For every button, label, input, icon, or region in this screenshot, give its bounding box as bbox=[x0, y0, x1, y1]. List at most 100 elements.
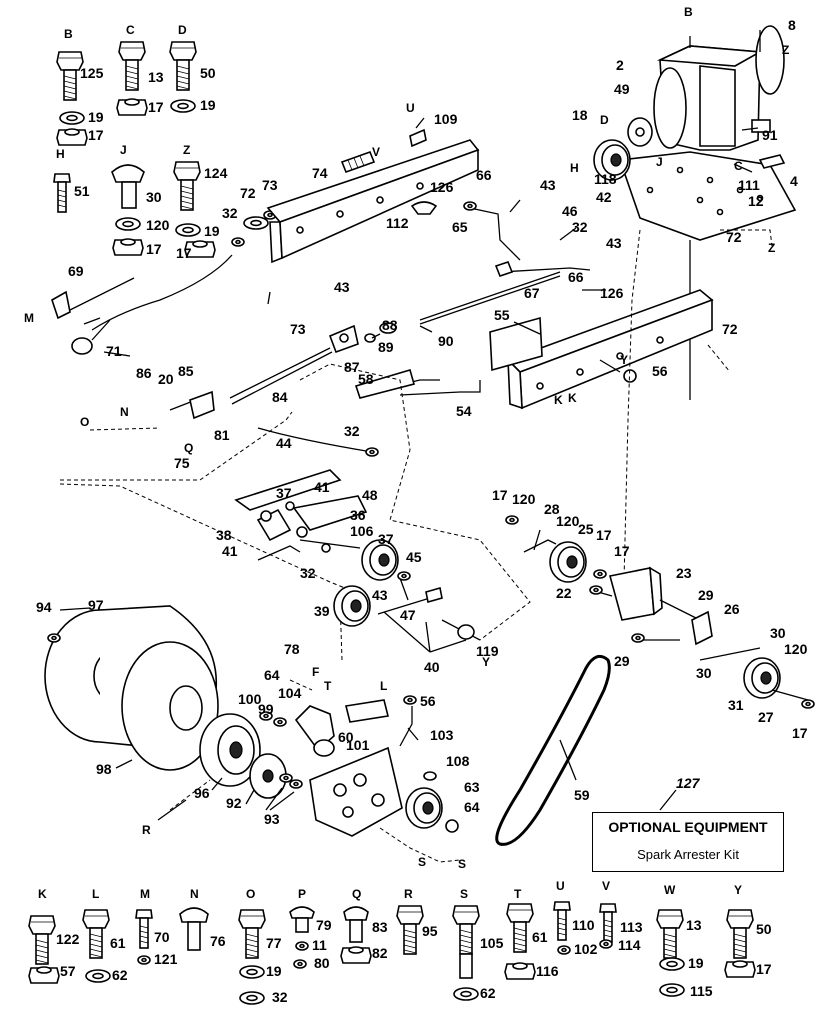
ref-letter: Z bbox=[183, 143, 190, 157]
svg-text:70: 70 bbox=[154, 929, 170, 945]
callout: 8 bbox=[788, 17, 796, 33]
optional-equipment-subtitle: Spark Arrester Kit bbox=[637, 847, 739, 862]
callout: 17 bbox=[148, 99, 164, 115]
callout: 30 bbox=[696, 665, 712, 681]
legend-labels: K 122 57 L 61 62 M 70 121 N 76 O 77 19 3… bbox=[38, 879, 772, 1005]
reference-letters: B C D H J Z U V B Z D H J C Z M N O Q Y … bbox=[24, 5, 789, 871]
svg-text:W: W bbox=[664, 883, 676, 897]
svg-text:32: 32 bbox=[272, 989, 288, 1005]
callout: 88 bbox=[382, 317, 398, 333]
callout: 41 bbox=[222, 543, 238, 559]
callout: 98 bbox=[96, 761, 112, 777]
callout: 81 bbox=[214, 427, 230, 443]
svg-text:19: 19 bbox=[266, 963, 282, 979]
callout: 103 bbox=[430, 727, 454, 743]
ref-letter: Y bbox=[620, 353, 628, 367]
callout: 36 bbox=[350, 507, 366, 523]
ref-letter: C bbox=[126, 23, 135, 37]
callout: 50 bbox=[200, 65, 216, 81]
callout: 126 bbox=[600, 285, 624, 301]
callout: 54 bbox=[456, 403, 472, 419]
callout: 72 bbox=[726, 229, 742, 245]
ref-letter: S bbox=[458, 857, 466, 871]
callout: 32 bbox=[222, 205, 238, 221]
callout: 12 bbox=[748, 193, 764, 209]
svg-text:115: 115 bbox=[690, 983, 713, 999]
callout: 47 bbox=[400, 607, 416, 623]
callout: 125 bbox=[80, 65, 104, 81]
dashed-guides bbox=[59, 229, 773, 863]
callout: 96 bbox=[194, 785, 210, 801]
callout: 94 bbox=[36, 599, 52, 615]
ref-letter: N bbox=[120, 405, 129, 419]
svg-text:U: U bbox=[556, 879, 565, 893]
callout: 30 bbox=[146, 189, 162, 205]
callout: 19 bbox=[204, 223, 220, 239]
svg-text:76: 76 bbox=[210, 933, 226, 949]
callout: 39 bbox=[314, 603, 330, 619]
callout: 78 bbox=[284, 641, 300, 657]
svg-text:T: T bbox=[514, 887, 522, 901]
callout: 22 bbox=[556, 585, 572, 601]
callout: 71 bbox=[106, 343, 122, 359]
callout: 13 bbox=[148, 69, 164, 85]
callout: 19 bbox=[88, 109, 104, 125]
callout: 17 bbox=[176, 245, 192, 261]
callout: 32 bbox=[344, 423, 360, 439]
svg-text:113: 113 bbox=[620, 919, 643, 935]
svg-text:83: 83 bbox=[372, 919, 388, 935]
ref-letter: C bbox=[734, 159, 743, 173]
callout: 64 bbox=[464, 799, 480, 815]
transaxle bbox=[259, 695, 459, 837]
callout: 120 bbox=[784, 641, 808, 657]
svg-text:77: 77 bbox=[266, 935, 282, 951]
svg-text:V: V bbox=[602, 879, 610, 893]
callout: 119 bbox=[476, 643, 499, 659]
callout: 73 bbox=[290, 321, 306, 337]
svg-text:17: 17 bbox=[756, 961, 772, 977]
callout: 51 bbox=[74, 183, 90, 199]
ref-letter: H bbox=[570, 161, 579, 175]
ref-letter: V bbox=[372, 145, 380, 159]
callout: 29 bbox=[614, 653, 630, 669]
ref-letter: K bbox=[554, 393, 563, 407]
callout: 126 bbox=[430, 179, 454, 195]
callout: 86 bbox=[136, 365, 152, 381]
ref-letter: J bbox=[120, 143, 127, 157]
svg-text:11: 11 bbox=[312, 937, 327, 953]
svg-text:80: 80 bbox=[314, 955, 330, 971]
svg-text:95: 95 bbox=[422, 923, 438, 939]
callout: 66 bbox=[568, 269, 584, 285]
callout: 60 bbox=[338, 729, 354, 745]
callout: 106 bbox=[350, 523, 374, 539]
ref-letter: Z bbox=[768, 241, 775, 255]
callouts: 125 13 50 19 17 17 19 51 30 124 120 19 1… bbox=[36, 17, 808, 827]
callout: 17 bbox=[492, 487, 508, 503]
ref-letter: D bbox=[178, 23, 187, 37]
callout: 91 bbox=[762, 127, 778, 143]
callout: 40 bbox=[424, 659, 440, 675]
ref-letter: B bbox=[64, 27, 73, 41]
svg-text:79: 79 bbox=[316, 917, 332, 933]
callout: 42 bbox=[596, 189, 612, 205]
svg-text:Q: Q bbox=[352, 887, 361, 901]
svg-text:121: 121 bbox=[154, 951, 178, 967]
drive-belt bbox=[495, 654, 611, 846]
svg-text:116: 116 bbox=[536, 963, 559, 979]
svg-text:62: 62 bbox=[112, 967, 128, 983]
idler-bracket bbox=[505, 515, 815, 709]
callout: 55 bbox=[494, 307, 510, 323]
right-frame-rail bbox=[354, 289, 714, 410]
ref-letter: S bbox=[418, 855, 426, 869]
callout: 73 bbox=[262, 177, 278, 193]
svg-text:122: 122 bbox=[56, 931, 80, 947]
callout: 17 bbox=[88, 127, 104, 143]
callout: 28 bbox=[544, 501, 560, 517]
callout: 19 bbox=[200, 97, 216, 113]
callout: 72 bbox=[240, 185, 256, 201]
ref-letter: J bbox=[656, 155, 663, 169]
optional-equipment-number: 127 bbox=[676, 775, 700, 791]
svg-text:105: 105 bbox=[480, 935, 504, 951]
svg-text:82: 82 bbox=[372, 945, 388, 961]
callout: 43 bbox=[334, 279, 350, 295]
